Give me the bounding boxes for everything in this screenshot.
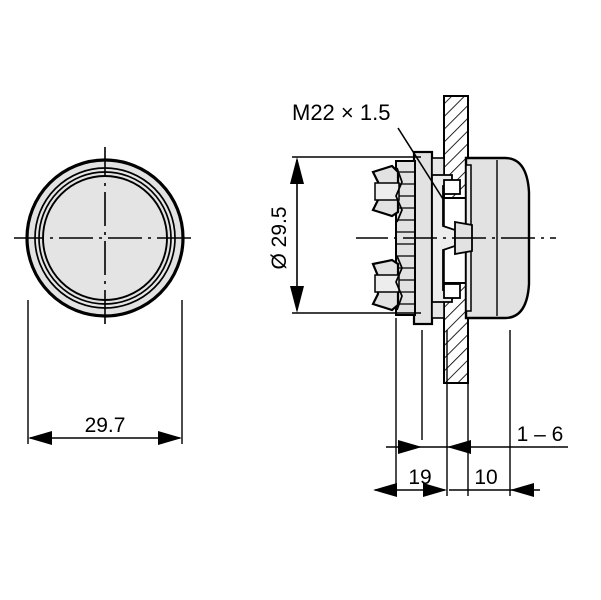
diameter-arrow-bottom <box>290 286 304 313</box>
dimension-1-6-label: 1 – 6 <box>517 423 564 446</box>
plunger-seal-upper <box>443 179 461 195</box>
front-view: 29.7 <box>14 147 196 445</box>
dimension-1-6-arrow-right <box>447 440 471 454</box>
dimension-10-label: 10 <box>474 466 497 489</box>
diameter-arrow-top <box>290 157 304 184</box>
dimension-1-6-arrow-left <box>398 440 422 454</box>
dimension-19-arrow-right <box>423 483 447 497</box>
dimension-10-arrow-right <box>510 483 534 497</box>
latch-arm-upper <box>371 164 400 218</box>
section-extension-lines <box>395 318 511 496</box>
latch-arm-upper-slot <box>374 182 400 201</box>
thread-callout: M22 × 1.5 <box>292 100 444 200</box>
dimension-29-7-label: 29.7 <box>85 414 126 437</box>
dimension-10: 10 <box>449 466 540 497</box>
dimension-1-6: 1 – 6 <box>386 423 568 454</box>
dimension-29-7-arrow-right <box>158 431 182 445</box>
thread-callout-leader-line <box>397 127 444 200</box>
diameter-dimension-label: Ø 29.5 <box>268 206 291 269</box>
section-view: Ø 29.5 M22 × 1.5 1 – 6 <box>268 95 568 497</box>
dimension-29-7: 29.7 <box>28 414 182 445</box>
latch-arm-lower-slot <box>374 274 400 293</box>
dimension-29-7-arrow-left <box>28 431 52 445</box>
dimension-19-arrow-left <box>373 483 397 497</box>
dimension-19: 19 <box>373 466 447 497</box>
latch-arm-lower <box>371 258 400 312</box>
thread-callout-label: M22 × 1.5 <box>292 100 390 125</box>
dimension-diameter-29-5: Ø 29.5 <box>268 156 421 314</box>
button-cap <box>464 156 531 320</box>
break-line-upper <box>395 167 403 223</box>
dimension-19-label: 19 <box>408 466 431 489</box>
break-line-lower <box>395 255 403 311</box>
plunger-seal-lower <box>443 283 461 299</box>
